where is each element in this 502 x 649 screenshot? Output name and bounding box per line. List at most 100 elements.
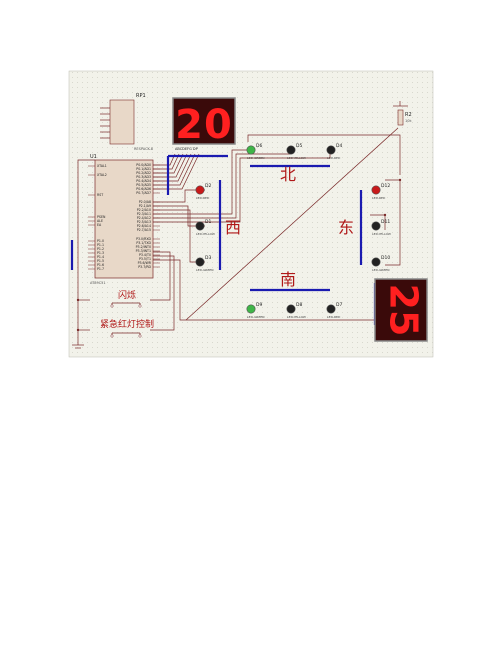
u1-pin-label: RST bbox=[97, 193, 103, 197]
junctions bbox=[76, 178, 402, 332]
u1-pin-label: P1.2 bbox=[97, 247, 104, 251]
led-ref: D2 bbox=[205, 183, 211, 189]
r2-value: 10k bbox=[405, 119, 412, 123]
u1-pin-label: P0.1/AD1 bbox=[136, 167, 151, 171]
led-type: LED-RED bbox=[327, 156, 341, 160]
u1-pin-label: P3.3/INT1 bbox=[136, 249, 151, 253]
u1-left-pins: XTAL1XTAL2RSTPSENALEEAP1.0P1.1P1.2P1.3P1… bbox=[88, 164, 107, 271]
r2-label: R2 bbox=[405, 112, 412, 118]
led-type: LED-YELLOW bbox=[196, 232, 215, 236]
led-ref: D6 bbox=[256, 143, 262, 149]
right-seven-segment-display[interactable]: 25 bbox=[374, 278, 428, 342]
flash-switch-label: 闪烁 bbox=[118, 289, 136, 301]
emergency-red-switch[interactable]: 紧急红灯控制 bbox=[100, 318, 154, 338]
u1-pin-label: P1.1 bbox=[97, 243, 104, 247]
east-label: 东 bbox=[338, 218, 354, 237]
top-display-digits: 20 bbox=[175, 102, 233, 148]
u1-pin-label: P0.4/AD4 bbox=[136, 179, 151, 183]
u1-pin-label: P3.2/INT0 bbox=[136, 245, 151, 249]
rp1-resistor-pack[interactable]: RP1 RESPACK-8 bbox=[109, 93, 153, 151]
led-type: LED-RED bbox=[327, 315, 341, 319]
south-label: 南 bbox=[280, 270, 296, 289]
r2-resistor[interactable]: R2 10k bbox=[393, 101, 412, 126]
u1-pin-label: P3.0/RXD bbox=[136, 237, 151, 241]
led-ref: D11 bbox=[381, 219, 390, 225]
u1-pin-label: P3.5/T1 bbox=[139, 257, 151, 261]
u1-part: AT89C51 bbox=[90, 281, 106, 285]
right-display-digits: 25 bbox=[382, 284, 426, 337]
led-ref: D5 bbox=[296, 143, 302, 149]
rp1-part: RESPACK-8 bbox=[134, 147, 153, 151]
u1-pin-label: P2.7/A15 bbox=[137, 228, 151, 232]
u1-pin-label: P3.6/WR bbox=[138, 261, 152, 265]
u1-pin-label: P3.7/RD bbox=[138, 265, 151, 269]
u1-pin-label: P0.0/AD0 bbox=[136, 163, 151, 167]
led-type: LED-GREEN bbox=[372, 268, 390, 272]
led-type: LED-YELLOW bbox=[372, 232, 391, 236]
led-ref: D3 bbox=[205, 255, 211, 261]
north-label: 北 bbox=[280, 165, 296, 184]
u1-pin-label: P1.7 bbox=[97, 267, 104, 271]
u1-pin-label: P1.0 bbox=[97, 239, 104, 243]
u1-pin-label: P2.3/A11 bbox=[137, 212, 151, 216]
u1-pin-label: P0.2/AD2 bbox=[136, 171, 151, 175]
u1-label: U1 bbox=[90, 154, 97, 160]
west-label: 西 bbox=[225, 218, 241, 237]
u1-microcontroller[interactable]: U1 AT89C51 XTAL1XTAL2RSTPSENALEEAP1.0P1.… bbox=[88, 154, 160, 285]
u1-pin-label: ALE bbox=[97, 219, 103, 223]
led-type: LED-GREEN bbox=[196, 268, 214, 272]
flash-switch[interactable]: 闪烁 bbox=[110, 289, 142, 308]
led-type: LED-RED bbox=[372, 196, 386, 200]
led-type: LED-GREEN bbox=[247, 156, 265, 160]
u1-pin-label: P2.1/A9 bbox=[139, 204, 151, 208]
u1-pin-label: P3.4/T0 bbox=[139, 253, 151, 257]
top-seven-segment-display[interactable]: 20 ABCDEFG DP bbox=[172, 97, 236, 151]
u1-right-pins: P0.0/AD0P0.1/AD1P0.2/AD2P0.3/AD3P0.4/AD4… bbox=[136, 163, 160, 269]
top-display-pins: ABCDEFG DP bbox=[175, 147, 198, 151]
u1-pin-label: XTAL1 bbox=[97, 164, 107, 168]
led-type: LED-GREEN bbox=[247, 315, 265, 319]
led-ref: D12 bbox=[381, 183, 390, 189]
u1-pin-label: PSEN bbox=[97, 215, 106, 219]
led-ref: D10 bbox=[381, 255, 390, 261]
u1-pin-label: P2.4/A12 bbox=[137, 216, 151, 220]
u1-pin-label: P2.2/A10 bbox=[137, 208, 151, 212]
u1-pin-label: P2.6/A14 bbox=[137, 224, 151, 228]
u1-pin-label: P1.4 bbox=[97, 255, 104, 259]
u1-pin-label: P1.3 bbox=[97, 251, 104, 255]
led-type: LED-YELLOW bbox=[287, 315, 306, 319]
u1-pin-label: P1.5 bbox=[97, 259, 104, 263]
led-ref: D4 bbox=[336, 143, 342, 149]
led-ref: D1 bbox=[205, 219, 211, 225]
u1-pin-label: P3.1/TXD bbox=[136, 241, 151, 245]
u1-pin-label: P0.5/AD5 bbox=[136, 183, 151, 187]
led-type: LED-YELLOW bbox=[287, 156, 306, 160]
led-ref: D9 bbox=[256, 302, 262, 308]
led-ref: D8 bbox=[296, 302, 302, 308]
u1-pin-label: P0.6/AD6 bbox=[136, 187, 151, 191]
u1-pin-label: P0.3/AD3 bbox=[136, 175, 151, 179]
u1-pin-label: P2.0/A8 bbox=[139, 200, 151, 204]
u1-pin-label: EA bbox=[97, 223, 102, 227]
u1-pin-label: P0.7/AD7 bbox=[136, 191, 151, 195]
u1-pin-label: XTAL2 bbox=[97, 173, 107, 177]
rp1-label: RP1 bbox=[136, 93, 146, 99]
u1-pin-label: P1.6 bbox=[97, 263, 104, 267]
